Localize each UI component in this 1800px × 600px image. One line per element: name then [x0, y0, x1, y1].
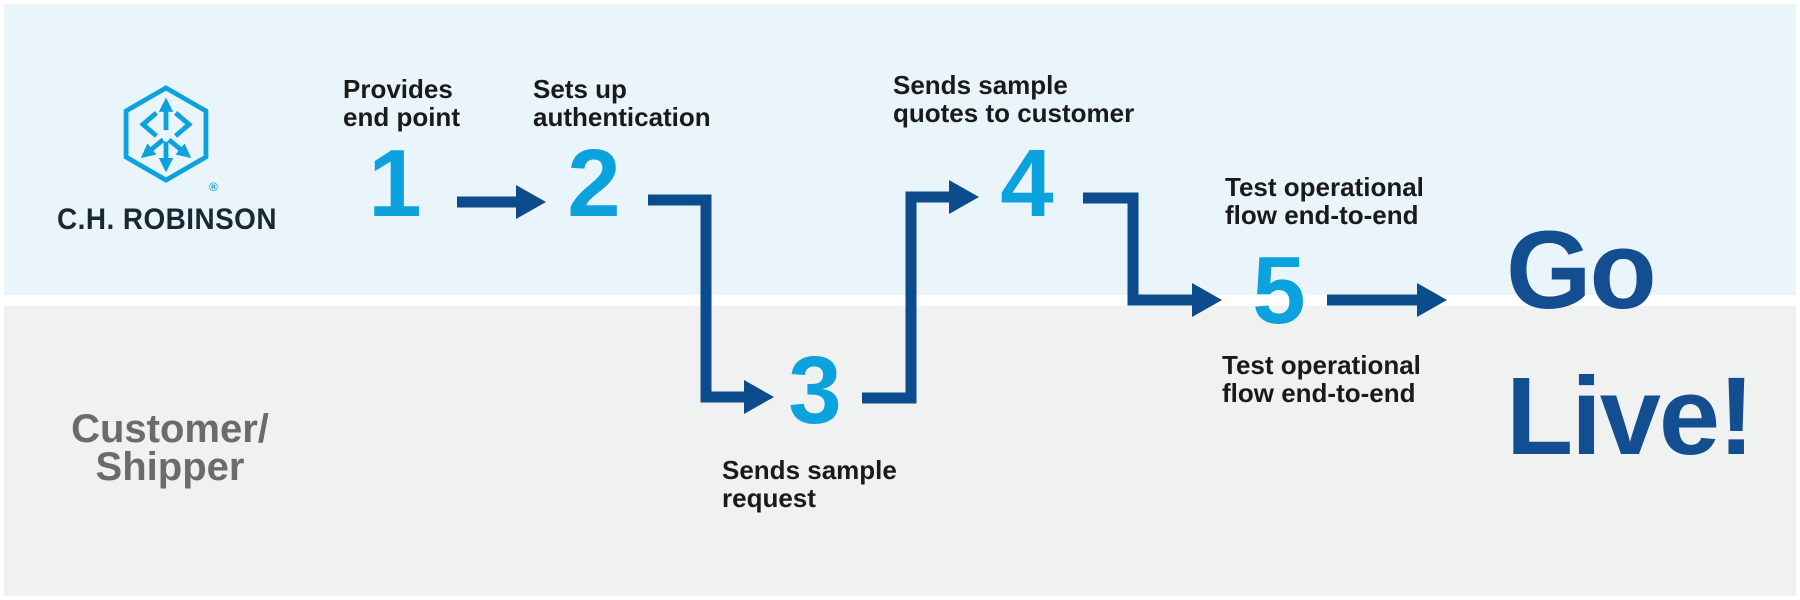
- brand-wordmark: C.H. ROBINSON: [57, 203, 277, 236]
- go-live-text: Go Live!: [1506, 198, 1755, 490]
- step-4-label-line2: quotes to customer: [893, 98, 1135, 128]
- step-4-number: 4: [1000, 130, 1054, 237]
- step-1-label: Provides end point: [343, 75, 460, 131]
- lane-label-customer-shipper: Customer/ Shipper: [20, 407, 320, 489]
- step-5-label-below: Test operational flow end-to-end: [1222, 351, 1421, 407]
- go-live-line2: Live!: [1506, 355, 1755, 478]
- step-3-number: 3: [788, 337, 842, 444]
- step-2-label: Sets up authentication: [533, 75, 711, 131]
- step-2-label-line1: Sets up: [533, 74, 627, 104]
- step-4-label: Sends sample quotes to customer: [893, 71, 1134, 127]
- step-5-number: 5: [1252, 237, 1306, 344]
- step-5-label-above-line1: Test operational: [1225, 172, 1424, 202]
- step-5-label-above: Test operational flow end-to-end: [1225, 173, 1424, 229]
- arrow-3-to-4: [862, 191, 951, 404]
- step-3-label-line2: request: [722, 483, 816, 513]
- step-5-label-below-line2: flow end-to-end: [1222, 378, 1416, 408]
- arrowhead-5-to-golive: [1417, 283, 1447, 317]
- lane-ch-robinson: [4, 4, 1796, 295]
- lane-customer-shipper: [4, 306, 1796, 596]
- arrow-2-to-3: [648, 194, 746, 403]
- lane-label-line2: Shipper: [95, 445, 245, 489]
- go-live-line1: Go: [1506, 209, 1657, 332]
- arrowhead-4-to-5: [1192, 283, 1222, 317]
- step-5-label-below-line1: Test operational: [1222, 350, 1421, 380]
- arrowhead-3-to-4: [949, 180, 979, 214]
- ch-robinson-logo: [118, 81, 214, 187]
- registered-trademark-symbol: ®: [209, 180, 218, 194]
- hexagon-arrows-logo-icon: [123, 85, 209, 183]
- arrowhead-2-to-3: [744, 380, 774, 414]
- step-1-label-line2: end point: [343, 102, 460, 132]
- step-4-label-line1: Sends sample: [893, 70, 1068, 100]
- step-1-label-line1: Provides: [343, 74, 453, 104]
- arrow-4-to-5: [1083, 192, 1194, 306]
- step-3-label: Sends sample request: [722, 456, 897, 512]
- step-1-number: 1: [368, 130, 422, 237]
- step-3-label-line1: Sends sample: [722, 455, 897, 485]
- arrowhead-1-to-2: [516, 185, 546, 219]
- step-2-number: 2: [567, 130, 621, 237]
- step-5-label-above-line2: flow end-to-end: [1225, 200, 1419, 230]
- lane-label-line1: Customer/: [71, 407, 269, 451]
- step-2-label-line2: authentication: [533, 102, 711, 132]
